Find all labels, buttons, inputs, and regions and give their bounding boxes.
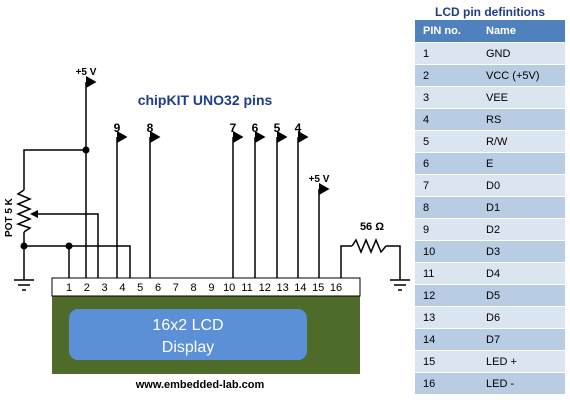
pin-number-cell: 1 bbox=[415, 42, 478, 65]
lcd-line-2: Display bbox=[162, 339, 214, 356]
arrow-label: 7 bbox=[230, 121, 237, 135]
pin-name-cell: D1 bbox=[478, 196, 565, 219]
lcd-screen bbox=[69, 309, 307, 360]
supply-label-right: +5 V bbox=[309, 174, 330, 185]
pin-number: 9 bbox=[208, 282, 214, 294]
pin-name-cell: R/W bbox=[478, 130, 565, 153]
pin-name-cell: RS bbox=[478, 108, 565, 131]
pin-number-cell: 5 bbox=[415, 130, 478, 153]
pin-name-cell: VEE bbox=[478, 86, 565, 109]
pin-name-cell: D0 bbox=[478, 174, 565, 197]
pin-header bbox=[51, 277, 361, 297]
pin-name-cell: D6 bbox=[478, 306, 565, 329]
resistor bbox=[351, 238, 387, 254]
pin-number: 14 bbox=[294, 282, 306, 294]
pin-number: 12 bbox=[259, 282, 271, 294]
pin-table-header: Name bbox=[478, 20, 565, 43]
pin-number-cell: 13 bbox=[415, 306, 478, 329]
pin-number: 7 bbox=[173, 282, 179, 294]
pin-number-cell: 4 bbox=[415, 108, 478, 131]
pin-number-cell: 12 bbox=[415, 284, 478, 307]
pin-name-cell: D4 bbox=[478, 262, 565, 285]
resistor-label: 56 Ω bbox=[360, 221, 384, 233]
pin-name-cell: LED - bbox=[478, 372, 565, 394]
pin-name-cell: D7 bbox=[478, 328, 565, 351]
pin-number: 2 bbox=[84, 282, 90, 294]
pin-number-cell: 15 bbox=[415, 350, 478, 373]
supply-label-top: +5 V bbox=[76, 67, 97, 78]
pin-number: 4 bbox=[119, 282, 125, 294]
pin-number-cell: 9 bbox=[415, 218, 478, 241]
pin-name-cell: D3 bbox=[478, 240, 565, 263]
pin-number-cell: 8 bbox=[415, 196, 478, 219]
arrow-label: 5 bbox=[274, 121, 281, 135]
pin-number: 11 bbox=[241, 282, 252, 294]
pin-number: 15 bbox=[312, 282, 324, 294]
pin-number-cell: 16 bbox=[415, 372, 478, 394]
pot-wiper bbox=[30, 210, 38, 218]
pin-number: 5 bbox=[137, 282, 143, 294]
pin-number: 3 bbox=[102, 282, 108, 294]
pin-number-cell: 2 bbox=[415, 64, 478, 87]
pin-number-cell: 14 bbox=[415, 328, 478, 351]
board-title: chipKIT UNO32 pins bbox=[138, 92, 273, 108]
junction-dot bbox=[82, 146, 90, 154]
arrow-label: 6 bbox=[252, 121, 259, 135]
pin-name-cell: GND bbox=[478, 42, 565, 65]
pin-name-cell: E bbox=[478, 152, 565, 175]
pin-name-cell: D5 bbox=[478, 284, 565, 307]
arrow-label: 9 bbox=[114, 121, 121, 135]
pin-number-cell: 6 bbox=[415, 152, 478, 175]
junction-dot bbox=[65, 242, 73, 250]
website-label: www.embedded-lab.com bbox=[135, 379, 265, 391]
pin-name-cell: LED + bbox=[478, 350, 565, 373]
pin-number-cell: 7 bbox=[415, 174, 478, 197]
lcd-line-1: 16x2 LCD bbox=[152, 317, 223, 334]
arrow-label: 8 bbox=[147, 121, 154, 135]
pin-number-cell: 10 bbox=[415, 240, 478, 263]
pin-table-title: LCD pin definitions bbox=[435, 5, 545, 19]
pin-number: 10 bbox=[223, 282, 235, 294]
potentiometer bbox=[15, 189, 32, 233]
pin-number: 16 bbox=[330, 282, 342, 294]
pin-number: 6 bbox=[155, 282, 161, 294]
pin-number-cell: 3 bbox=[415, 86, 478, 109]
pin-name-cell: D2 bbox=[478, 218, 565, 241]
wires bbox=[14, 76, 410, 291]
pin-table-header: PIN no. bbox=[415, 20, 478, 43]
pot-label: POT 5 K bbox=[4, 197, 15, 237]
pin-number-cell: 11 bbox=[415, 262, 478, 285]
pin-number: 1 bbox=[66, 282, 72, 294]
pin-number: 13 bbox=[276, 282, 288, 294]
pin-number: 8 bbox=[191, 282, 197, 294]
junction-dot bbox=[20, 242, 28, 250]
arrow-label: 4 bbox=[295, 121, 302, 135]
pin-table-header-row: PIN no. Name bbox=[415, 20, 565, 43]
pin-name-cell: VCC (+5V) bbox=[478, 64, 565, 87]
